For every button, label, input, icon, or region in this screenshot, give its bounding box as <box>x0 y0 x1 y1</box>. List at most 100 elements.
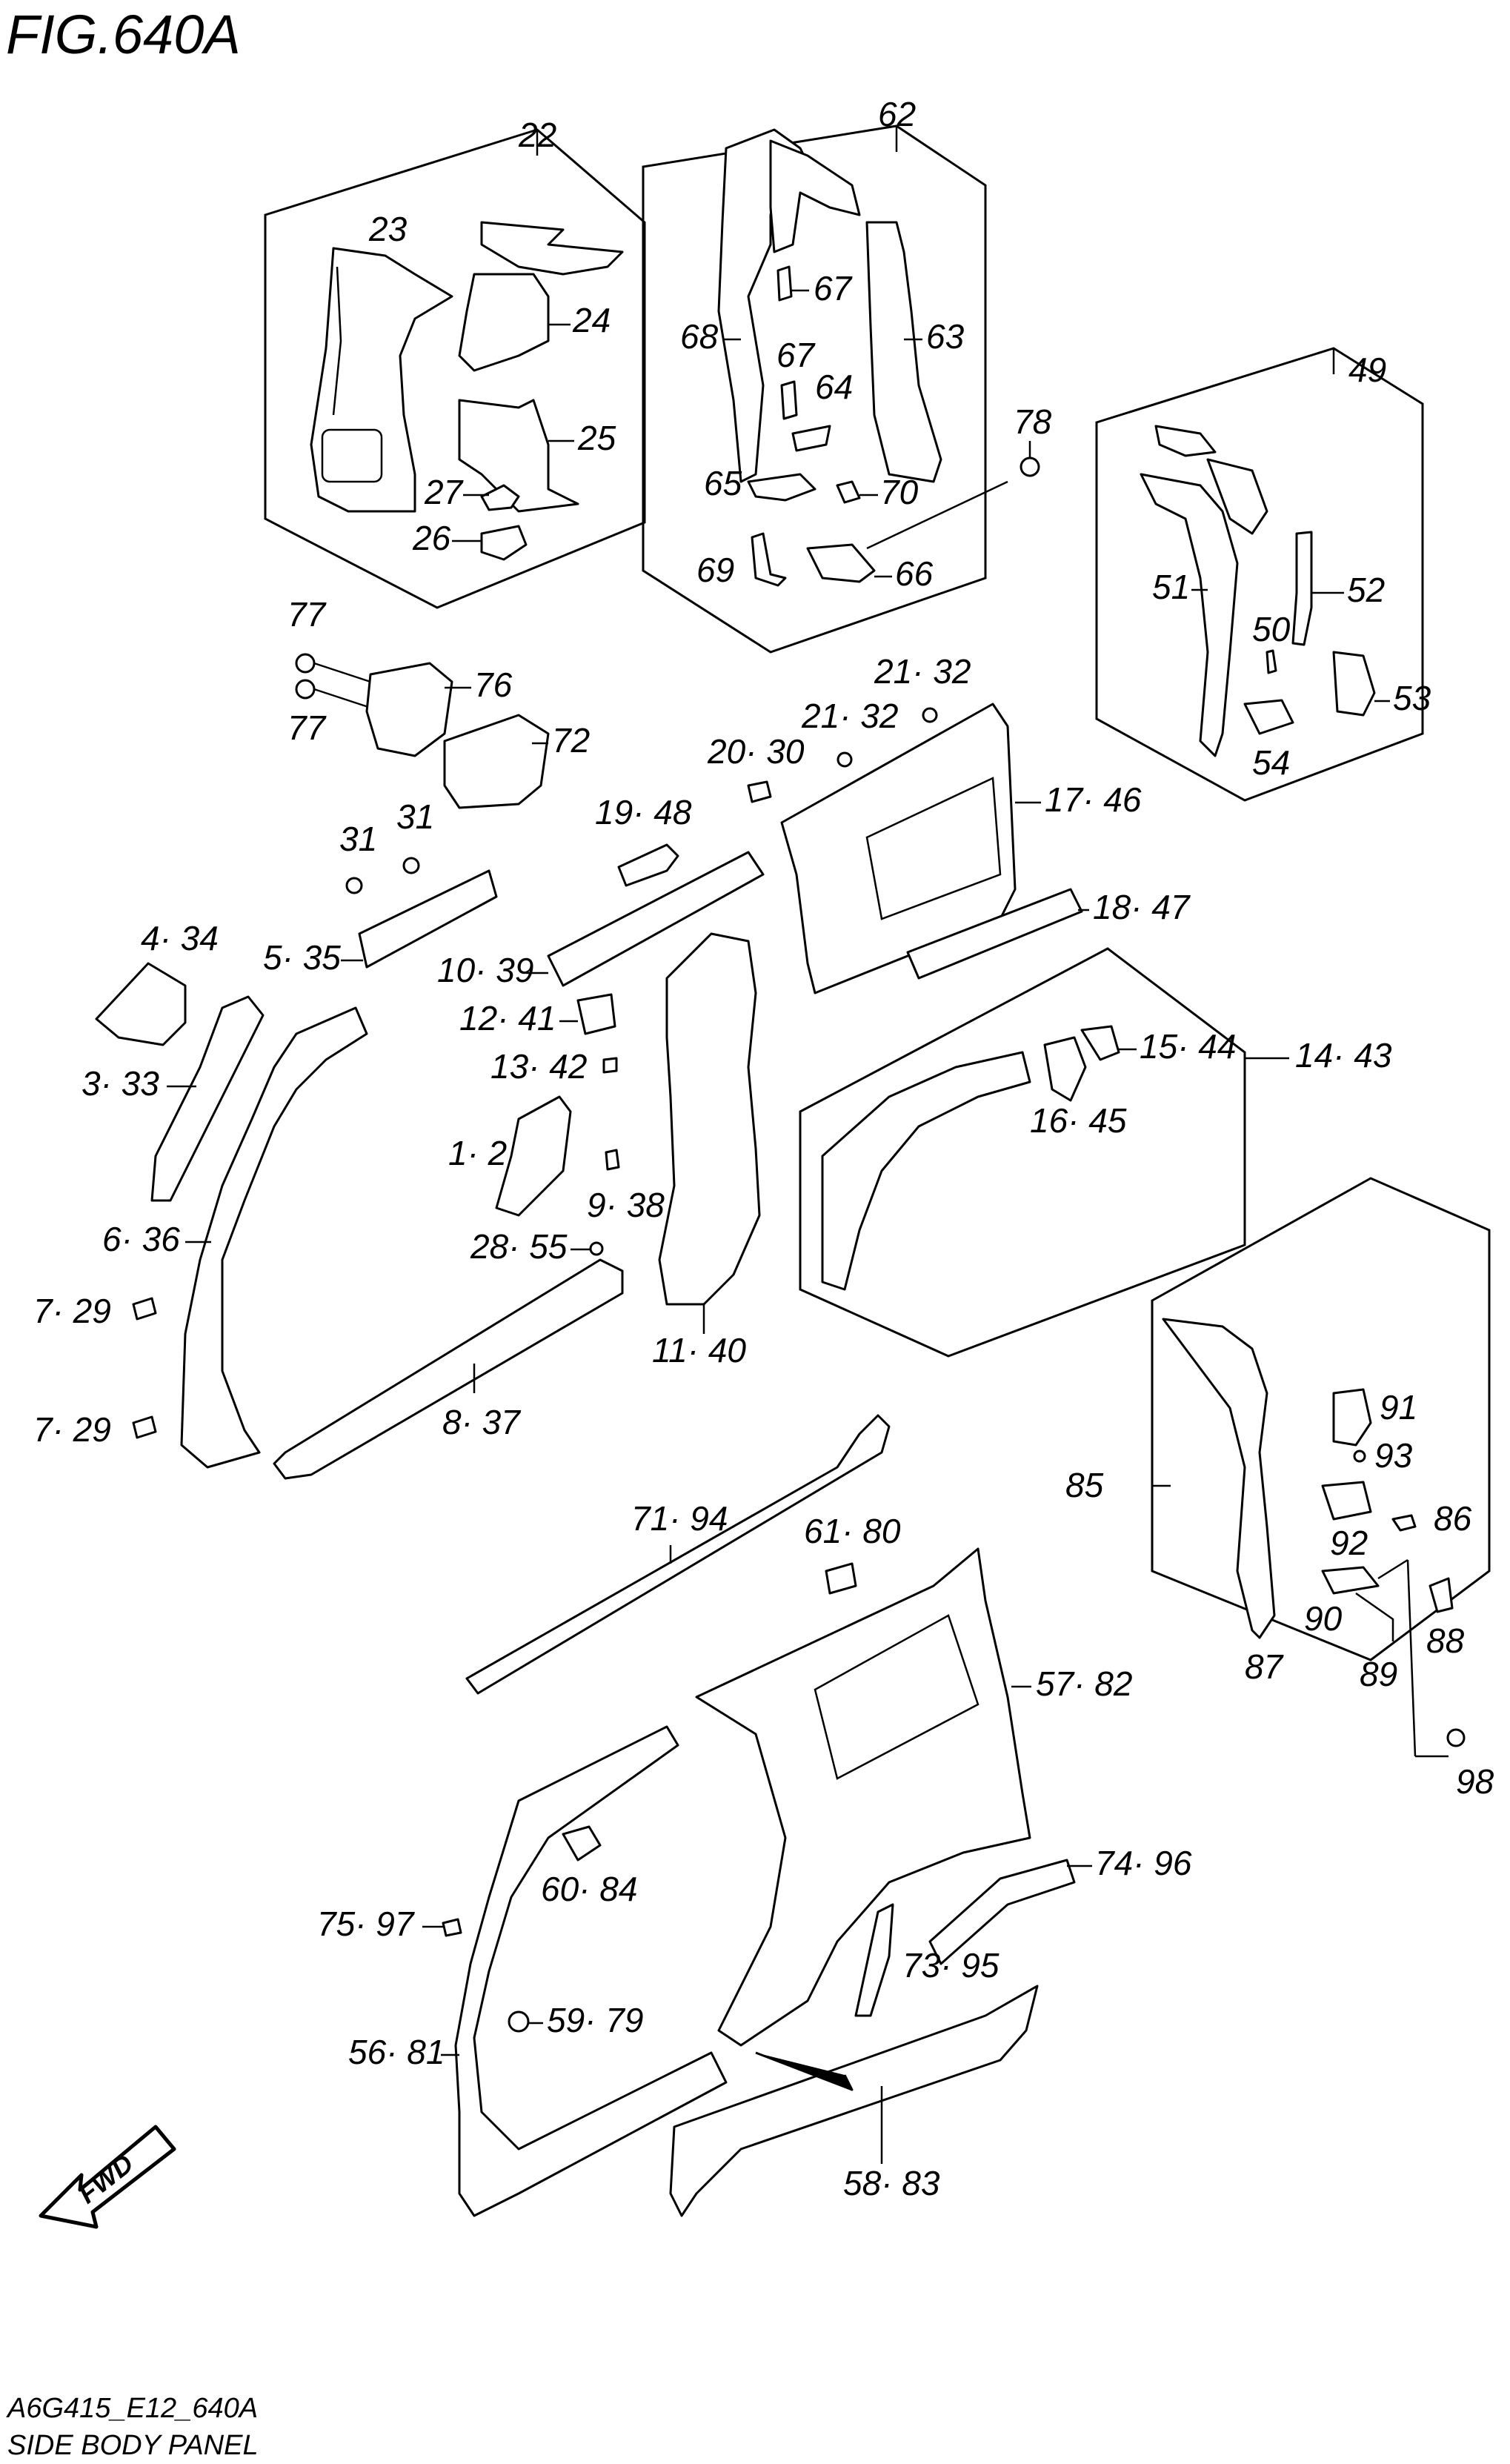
callout-31-left: 31 <box>339 820 377 858</box>
part-21-clip-upper <box>922 707 938 723</box>
part-60-plate <box>562 1825 602 1862</box>
callout-90: 90 <box>1304 1599 1343 1638</box>
callout-31-right: 31 <box>396 797 434 836</box>
callout-10: 10· 39 <box>437 951 533 989</box>
callout-78: 78 <box>1014 402 1052 441</box>
part-24-panel <box>480 221 624 276</box>
callout-8: 8· 37 <box>442 1403 521 1441</box>
callout-65: 65 <box>704 464 742 502</box>
group-49-box <box>1095 347 1424 802</box>
part-28-clip <box>589 1241 604 1256</box>
part-11-b-pillar <box>658 932 761 1306</box>
callout-16: 16· 45 <box>1030 1101 1127 1140</box>
callout-67-lower: 67 <box>776 336 816 374</box>
callout-23: 23 <box>368 210 408 248</box>
callout-21-upper: 21· 32 <box>874 652 971 691</box>
part-78-bolt <box>1020 441 1040 477</box>
part-63-pillar <box>865 221 942 483</box>
callout-7-lower: 7· 29 <box>33 1410 111 1449</box>
callout-68: 68 <box>680 317 719 356</box>
callout-88: 88 <box>1426 1621 1465 1660</box>
callout-13: 13· 42 <box>490 1047 587 1086</box>
callout-20: 20· 30 <box>707 732 805 771</box>
part-54-bracket <box>1243 699 1294 735</box>
part-77-lower-screw <box>295 679 371 709</box>
part-19-bracket <box>617 843 679 887</box>
part-21-clip-lower <box>837 751 853 768</box>
callout-86: 86 <box>1434 1499 1472 1538</box>
callout-85: 85 <box>1065 1466 1104 1504</box>
callout-3: 3· 33 <box>82 1064 159 1103</box>
group-14-box <box>799 947 1289 1358</box>
callout-4: 4· 34 <box>141 919 219 957</box>
group-62-box <box>642 124 1008 654</box>
callout-12: 12· 41 <box>459 999 556 1037</box>
part-98-bolt <box>1415 1728 1466 1758</box>
callout-91: 91 <box>1380 1388 1417 1427</box>
callout-5: 5· 35 <box>263 938 341 977</box>
group-22-box <box>264 128 646 609</box>
part-61-bracket <box>825 1562 857 1595</box>
part-72-housing <box>443 714 550 809</box>
callout-93: 93 <box>1374 1436 1413 1475</box>
part-73-reinforcement <box>854 1903 894 2017</box>
part-57-outer-quarter <box>695 1547 1031 2047</box>
callout-57: 57· 82 <box>1036 1664 1132 1703</box>
part-56-side-outer <box>454 1725 728 2217</box>
callout-72: 72 <box>552 721 590 760</box>
callout-70: 70 <box>880 473 919 511</box>
part-31-clip-left <box>345 877 363 894</box>
part-74-liner <box>928 1859 1076 1965</box>
callout-15: 15· 44 <box>1140 1027 1236 1066</box>
callout-21-lower: 21· 32 <box>801 697 898 735</box>
part-58-sill-outer <box>669 1985 1039 2217</box>
callout-69: 69 <box>696 551 734 589</box>
part-87-inner-pillar <box>1162 1318 1276 1639</box>
part-77-upper-screw <box>295 653 371 683</box>
part-69-bracket <box>751 532 787 587</box>
part-65-bracket <box>747 473 816 502</box>
callout-98: 98 <box>1456 1762 1494 1801</box>
part-89-wire <box>1355 1592 1394 1641</box>
part-92-bracket <box>1321 1481 1372 1521</box>
callout-9: 9· 38 <box>587 1186 665 1224</box>
callout-54: 54 <box>1252 743 1290 782</box>
part-6-a-pillar <box>180 1006 368 1469</box>
callout-74: 74· 96 <box>1095 1844 1192 1882</box>
callout-27: 27 <box>424 473 464 511</box>
callout-73: 73· 95 <box>902 1946 1000 1985</box>
part-50-clip <box>1265 649 1277 674</box>
part-1-bracket <box>495 1095 572 1217</box>
part-15-bracket <box>1080 1025 1120 1061</box>
callout-28: 28· 55 <box>470 1227 568 1266</box>
callout-19: 19· 48 <box>595 793 692 831</box>
callout-22: 22 <box>518 116 556 154</box>
callout-77-lower: 77 <box>287 708 327 747</box>
part-7-plug-lower <box>132 1415 157 1439</box>
callout-24: 24 <box>572 301 611 339</box>
callout-59: 59· 79 <box>547 2001 643 2039</box>
callout-11: 11· 40 <box>652 1331 746 1369</box>
callout-1: 1· 2 <box>448 1134 507 1172</box>
callout-26: 26 <box>412 519 451 557</box>
part-16-bracket <box>1043 1036 1087 1102</box>
part-7-plug-upper <box>132 1297 157 1321</box>
callout-63: 63 <box>926 317 965 356</box>
part-76-lid <box>365 662 453 757</box>
part-4-bracket <box>95 962 187 1046</box>
part-59-plug <box>508 2010 530 2033</box>
part-86-clip <box>1391 1514 1417 1532</box>
callout-25: 25 <box>577 419 616 457</box>
part-70-clip <box>836 480 861 504</box>
callout-92: 92 <box>1330 1524 1368 1562</box>
callout-62: 62 <box>878 95 916 133</box>
callout-71: 71· 94 <box>631 1499 728 1538</box>
callout-61: 61· 80 <box>804 1512 901 1550</box>
callout-76: 76 <box>474 665 513 704</box>
figure-title: FIG.640A <box>6 4 241 65</box>
part-75-clip <box>442 1918 462 1937</box>
part-67-upper <box>776 265 793 302</box>
part-52-bracket <box>1291 531 1313 646</box>
part-64-bracket <box>791 425 831 452</box>
